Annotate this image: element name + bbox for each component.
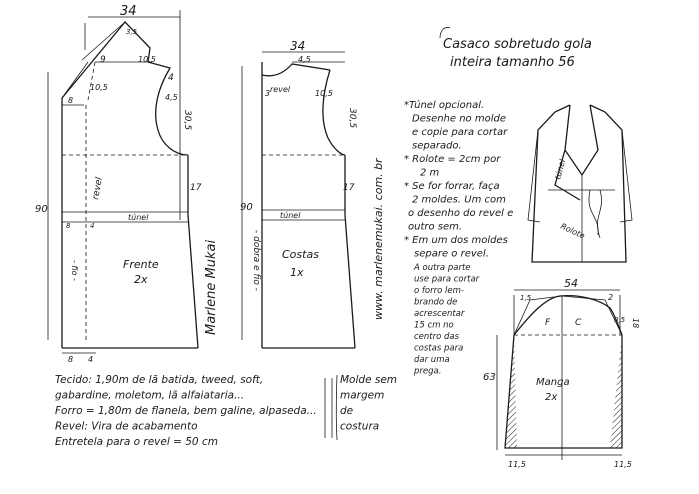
sleeve-f-label: F (545, 318, 551, 328)
back-dim-305: 30,5 (347, 108, 357, 128)
front-dim-17: 17 (190, 183, 202, 193)
front-revel-label: revel (91, 176, 105, 200)
title-line-1: Casaco sobretudo gola (443, 37, 592, 52)
note-line-20: dar uma (414, 355, 450, 365)
note-line-12: A outra parte (413, 263, 471, 273)
back-tunel-label: túnel (280, 211, 301, 220)
note-line-13: use para cortar (414, 275, 480, 285)
note-line-17: 15 cm no (414, 321, 454, 331)
front-label: Frente (123, 258, 159, 271)
coat-tunel-label: túnel (553, 158, 567, 181)
back-dim-17: 17 (343, 183, 355, 193)
front-dim-105b: 10,5 (90, 83, 108, 92)
signature: Marlene Mukai (204, 240, 219, 335)
note-line-0: *Túnel opcional. (404, 99, 484, 111)
note-line-14: o forro lem- (414, 286, 464, 296)
note-line-5: 2 m (420, 168, 440, 179)
front-dim-4a: 4 (168, 73, 174, 83)
sleeve-dim-63: 63 (483, 372, 496, 383)
sleeve-width: 54 (564, 277, 578, 290)
note-line-3: separado. (412, 141, 462, 152)
sleeve-c-label: C (575, 318, 582, 328)
sleeve-cuff-left: 11,5 (508, 460, 526, 469)
title-line-2: inteira tamanho 56 (450, 55, 575, 70)
note-line-9: outro sem. (408, 222, 462, 233)
seam-note-line-0: Molde sem (340, 374, 397, 386)
front-dim-4b: 4 (90, 222, 94, 230)
sleeve-dim-2: 2 (608, 293, 613, 302)
note-line-4: * Rolote = 2cm por (404, 154, 501, 165)
seam-note-line-3: costura (340, 421, 379, 433)
note-line-19: costas para (414, 344, 463, 354)
site-url: www. marlenemukai. com. br (372, 157, 385, 320)
back-revel-label: revel (270, 85, 291, 94)
front-dim-hem-4: 4 (88, 355, 93, 364)
front-shoulder-dim: 9 (100, 55, 106, 65)
note-line-7: 2 moldes. Um com (412, 195, 506, 206)
front-height-90: 90 (35, 204, 48, 215)
front-qty: 2x (134, 273, 148, 286)
sleeve-dim-18: 18 (631, 318, 640, 328)
sleeve-pattern-piece: 54 1,5 2 0,5 18 F C 63 Manga 2x 11,5 11,… (483, 277, 640, 469)
sleeve-dim-15: 1,5 (520, 294, 532, 302)
notes-block: *Túnel opcional. Desenhe no molde e copie … (404, 99, 513, 377)
back-height-90: 90 (240, 202, 253, 213)
sleeve-qty: 2x (545, 392, 557, 403)
seam-note-line-2: de (340, 405, 353, 417)
note-line-16: acrescentar (414, 309, 465, 319)
note-line-1: Desenhe no molde (412, 114, 506, 125)
note-line-21: prega. (413, 367, 441, 377)
material-line-1: gabardine, moletom, lã alfaiataria... (55, 390, 244, 402)
back-dim-45: 4,5 (298, 55, 311, 64)
front-tunel-label: túnel (128, 213, 149, 222)
seam-allowance-note: Molde sem margem de costura (340, 374, 397, 433)
coat-illustration: túnel Rolote (527, 104, 633, 263)
back-top-width: 34 (290, 39, 305, 53)
back-qty: 1x (290, 266, 304, 279)
sleeve-label: Manga (536, 377, 570, 388)
material-line-2: Forro = 1,80m de flanela, bem galine, al… (55, 405, 317, 417)
front-dim-8: 8 (68, 96, 73, 105)
front-collar-dim: 10,5 (138, 55, 156, 64)
note-line-8: o desenho do revel e (408, 208, 513, 219)
materials-block: Tecido: 1,90m de lã batida, tweed, soft,… (55, 374, 317, 448)
front-dim-35: 3,5 (126, 28, 138, 36)
material-line-4: Entretela para o revel = 50 cm (55, 436, 218, 448)
front-dim-45: 4,5 (165, 93, 178, 102)
front-dim-hem-8: 8 (68, 355, 73, 364)
note-line-11: separe o revel. (414, 249, 489, 260)
material-line-3: Revel: Vira de acabamento (55, 421, 198, 433)
front-pattern-piece: 34 9 10,5 3,5 4 10,5 4,5 30,5 90 8 revel… (35, 4, 202, 364)
sleeve-cuff-right: 11,5 (614, 460, 632, 469)
sleeve-dim-05: 0,5 (614, 316, 626, 324)
back-pattern-piece: 34 90 4,5 3 revel 10,5 30,5 17 túnel - d… (240, 39, 357, 349)
front-dim-305: 30,5 (182, 110, 192, 130)
back-fold-label: - dobra e fio - (251, 230, 261, 291)
front-top-width: 34 (120, 4, 137, 19)
note-line-6: * Se for forrar, faça (404, 181, 500, 192)
note-line-18: centro das (414, 332, 460, 342)
note-line-15: brando de (414, 298, 457, 308)
material-line-0: Tecido: 1,90m de lã batida, tweed, soft, (55, 374, 263, 386)
note-line-2: e copie para cortar (412, 127, 508, 138)
seam-note-line-1: margem (340, 390, 384, 402)
back-label: Costas (282, 248, 319, 261)
note-line-10: * Em um dos moldes (404, 235, 508, 246)
front-grain-label: - fio - (70, 260, 79, 281)
front-dim-8b: 8 (66, 222, 71, 230)
back-dim-3: 3 (265, 89, 270, 98)
